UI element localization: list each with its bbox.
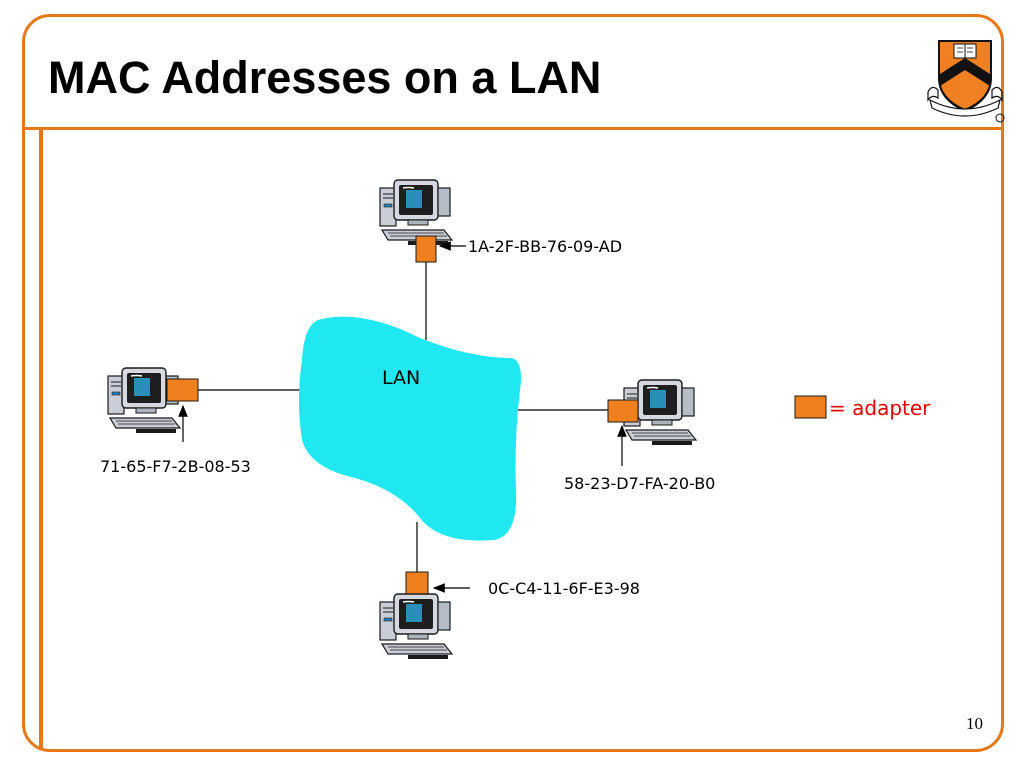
legend-adapter-swatch bbox=[794, 395, 827, 419]
mac-label-left: 71-65-F7-2B-08-53 bbox=[100, 457, 251, 476]
mac-label-right: 58-23-D7-FA-20-B0 bbox=[564, 474, 715, 493]
adapter-top bbox=[415, 235, 437, 263]
slide-frame bbox=[22, 14, 1004, 752]
slide-title: MAC Addresses on a LAN bbox=[48, 52, 602, 103]
title-divider bbox=[22, 127, 1004, 130]
mac-label-bottom: 0C-C4-11-6F-E3-98 bbox=[488, 579, 640, 598]
lan-label: LAN bbox=[382, 367, 420, 389]
princeton-shield-logo bbox=[927, 40, 1005, 123]
adapter-left bbox=[166, 378, 199, 402]
adapter-right bbox=[607, 399, 639, 423]
legend-adapter-label: = adapter bbox=[829, 396, 931, 420]
mac-label-top: 1A-2F-BB-76-09-AD bbox=[468, 237, 622, 256]
left-accent-bar bbox=[39, 128, 43, 748]
desktop-computer-icon bbox=[379, 179, 453, 246]
page-number: 10 bbox=[966, 714, 983, 733]
lan-cloud bbox=[299, 316, 521, 541]
desktop-computer-icon bbox=[379, 593, 453, 660]
